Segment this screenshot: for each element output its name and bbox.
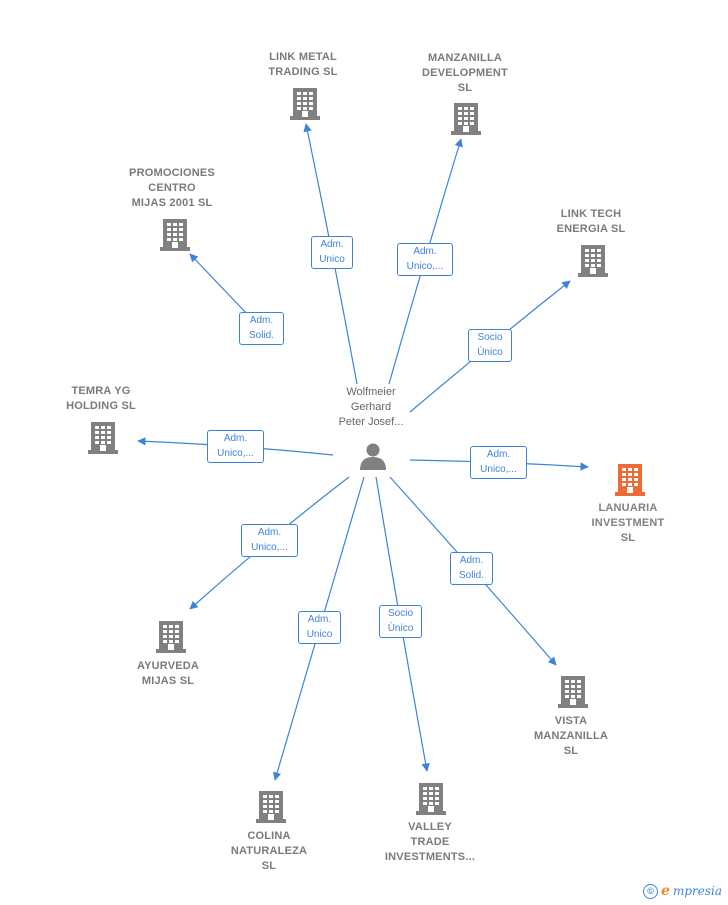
temra-yg-holding-building-icon[interactable] [88,420,118,459]
lanuaria-investment-building-icon[interactable] [615,462,645,501]
brand-name: mpresia [672,884,722,898]
edge-badge-manzanilla-development[interactable]: Adm. Unico,... [397,243,453,276]
valley-trade-label[interactable]: VALLEY TRADE INVESTMENTS... [384,821,476,863]
copyright-icon: © [643,883,659,899]
link-metal-trading-building-icon[interactable] [290,86,320,125]
edge-badge-link-metal-trading[interactable]: Adm. Unico [311,236,353,269]
edge-badge-vista-manzanilla[interactable]: Adm. Solid. [450,552,493,585]
edge-badge-ayurveda-mijas[interactable]: Adm. Unico,... [241,524,298,557]
colina-naturaleza-label[interactable]: COLINA NATURALEZA SL [230,830,308,872]
edge-badge-lanuaria-investment[interactable]: Adm. Unico,... [470,446,527,479]
valley-trade-building-icon[interactable] [416,781,446,820]
edge-badge-temra-yg-holding[interactable]: Adm. Unico,... [207,430,264,463]
link-tech-energia-label[interactable]: LINK TECH ENERGIA SL [556,208,626,235]
edge-badge-colina-naturaleza[interactable]: Adm. Unico [298,611,341,644]
temra-yg-holding-label[interactable]: TEMRA YG HOLDING SL [66,385,136,412]
person-icon[interactable] [358,441,388,471]
promociones-centro-building-icon[interactable] [160,217,190,256]
ayurveda-mijas-building-icon[interactable] [156,619,186,658]
manzanilla-development-label[interactable]: MANZANILLA DEVELOPMENT SL [422,52,508,94]
edge-badge-link-tech-energia[interactable]: Socio Único [468,329,512,362]
colina-naturaleza-building-icon[interactable] [256,789,286,828]
edge-badge-valley-trade[interactable]: Socio Único [379,605,422,638]
promociones-centro-label[interactable]: PROMOCIONES CENTRO MIJAS 2001 SL [129,167,215,209]
brand-initial: e [661,883,670,899]
vista-manzanilla-label[interactable]: VISTA MANZANILLA SL [533,715,609,757]
center-person-label[interactable]: Wolfmeier Gerhard Peter Josef... [338,386,404,428]
lanuaria-investment-label[interactable]: LANUARIA INVESTMENT SL [591,502,665,544]
link-metal-trading-label[interactable]: LINK METAL TRADING SL [268,51,338,78]
vista-manzanilla-building-icon[interactable] [558,674,588,713]
link-tech-energia-building-icon[interactable] [578,243,608,282]
edge-badge-promociones-centro[interactable]: Adm. Solid. [239,312,284,345]
ayurveda-mijas-label[interactable]: AYURVEDA MIJAS SL [136,660,200,687]
manzanilla-development-building-icon[interactable] [451,101,481,140]
